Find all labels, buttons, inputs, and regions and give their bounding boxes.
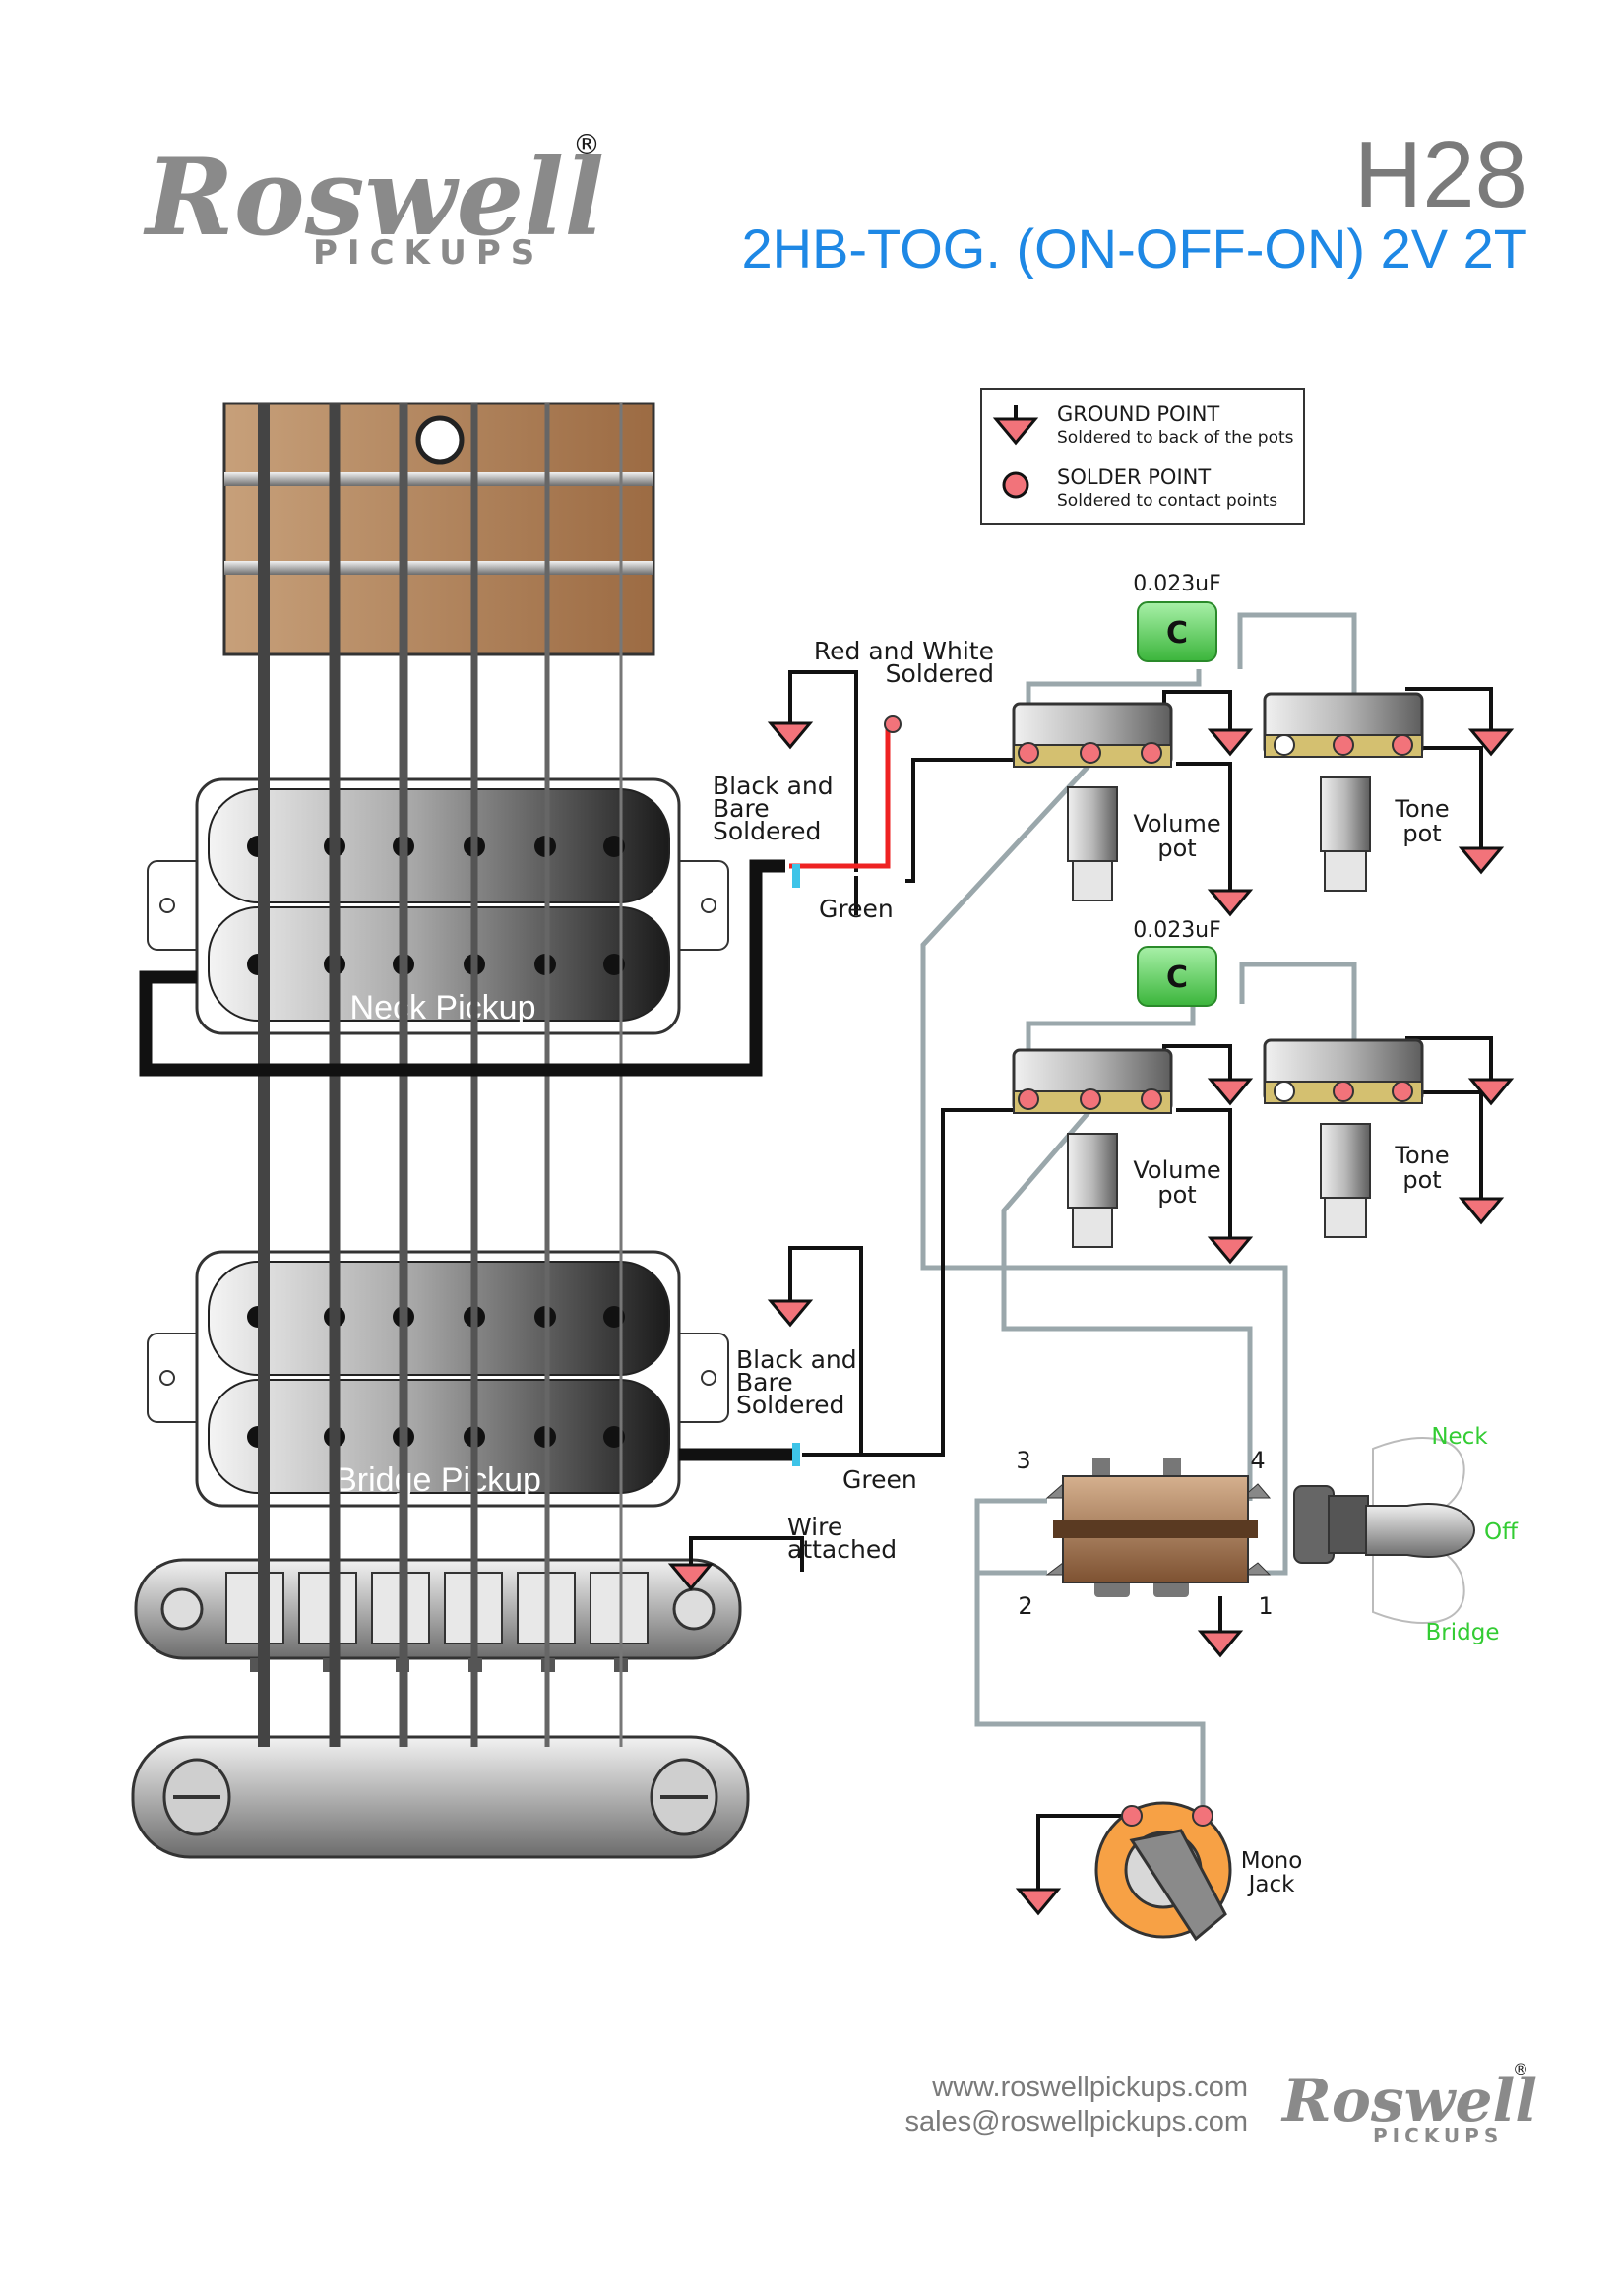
- ground-icon: [1197, 1630, 1244, 1658]
- footer-registered-mark: ®: [1513, 2060, 1528, 2079]
- label-wire-attached-2: attached: [787, 1535, 897, 1564]
- ground-icon: [667, 1563, 715, 1591]
- tone-pot-1-label: Tone: [1394, 795, 1449, 823]
- neck-pickup: Neck Pickup: [147, 777, 729, 1035]
- legend-solder-title: SOLDER POINT: [1057, 465, 1211, 489]
- registered-mark: ®: [573, 128, 600, 160]
- tone-pot-2-label: Tone: [1394, 1142, 1449, 1169]
- ground-icon: [1458, 846, 1505, 875]
- label-neck-green: Green: [819, 895, 894, 923]
- mono-jack-label-2: Jack: [1247, 1872, 1296, 1897]
- volume-pot-1: [1012, 702, 1173, 901]
- red-white-solder-point: [884, 715, 902, 733]
- model-number: H28: [1354, 122, 1527, 227]
- label-bridge-black-2: Bare: [736, 1368, 793, 1396]
- neck-pickup-label: Neck Pickup: [350, 989, 536, 1026]
- footer-brand-sub: PICKUPS: [1373, 2124, 1503, 2147]
- footer-email[interactable]: sales@roswellpickups.com: [904, 2106, 1248, 2138]
- tone-pot-2-label-2: pot: [1402, 1166, 1441, 1194]
- ground-icon: [1467, 1078, 1515, 1106]
- switch-pos-neck: Neck: [1431, 1424, 1488, 1450]
- label-neck-black: Black and: [713, 772, 834, 800]
- capacitor-1-value: 0.023uF: [1133, 572, 1221, 596]
- tone-pot-2: [1263, 1038, 1424, 1238]
- neck-green-wire-tip: [792, 864, 800, 888]
- volume-pot-1-label-2: pot: [1157, 835, 1196, 862]
- label-bridge-black: Black and: [736, 1345, 857, 1374]
- diagram-subtitle: 2HB-TOG. (ON-OFF-ON) 2V 2T: [741, 217, 1527, 279]
- bridge-pickup-label: Bridge Pickup: [335, 1461, 541, 1499]
- neck-pickup-cable: [139, 859, 785, 1077]
- switch-lug-4: 4: [1250, 1447, 1265, 1474]
- brand-logo-text: Roswell: [143, 136, 604, 260]
- tone-pot-1: [1263, 692, 1424, 892]
- footer-brand-text: Roswell: [1280, 2067, 1537, 2136]
- switch-pos-off: Off: [1484, 1520, 1519, 1545]
- label-neck-black-3: Soldered: [713, 817, 821, 845]
- footer-website[interactable]: www.roswellpickups.com: [931, 2072, 1248, 2103]
- footer-logo: Roswell ® PICKUPS: [1280, 2060, 1537, 2147]
- volume-pot-2-label-2: pot: [1157, 1181, 1196, 1209]
- tailpiece: [131, 1735, 750, 1859]
- label-wire-attached: Wire: [787, 1513, 842, 1541]
- mono-jack-label: Mono: [1241, 1848, 1303, 1874]
- mono-jack: [1094, 1801, 1232, 1942]
- header-logo: Roswell ® PICKUPS: [143, 128, 604, 273]
- legend-solder-desc: Soldered to contact points: [1057, 491, 1277, 511]
- white-wire: [791, 733, 900, 876]
- bridge-green-wire-tip: [792, 1443, 800, 1466]
- ground-icon: [767, 1299, 814, 1328]
- label-neck-black-2: Bare: [713, 794, 770, 823]
- ground-icon: [1207, 1078, 1254, 1106]
- capacitor-1-letter: C: [1166, 616, 1188, 651]
- switch-lug-1: 1: [1258, 1592, 1273, 1620]
- legend-box: GROUND POINT Soldered to back of the pot…: [980, 388, 1305, 525]
- solder-point-icon: [1002, 471, 1029, 499]
- switch-lug-3: 3: [1016, 1447, 1030, 1474]
- label-red-white-2: Soldered: [886, 659, 994, 688]
- ground-points: [667, 721, 1515, 1916]
- brand-logo-sub: PICKUPS: [313, 233, 544, 273]
- fretboard: [222, 402, 655, 656]
- tone-pot-1-label-2: pot: [1402, 820, 1441, 847]
- bridge-pickup: Bridge Pickup: [147, 1250, 729, 1508]
- label-red-white: Red and White: [814, 637, 994, 665]
- ground-icon: [1458, 1197, 1505, 1225]
- volume-pot-1-label: Volume: [1133, 810, 1220, 838]
- tuneomatic-bridge: [134, 1558, 742, 1672]
- capacitor-2-value: 0.023uF: [1133, 918, 1221, 943]
- ground-icon: [1015, 1888, 1062, 1916]
- volume-pot-2: [1012, 1048, 1173, 1248]
- signal-wires: [920, 612, 1357, 1816]
- capacitor-2-letter: C: [1166, 961, 1188, 995]
- legend-ground-title: GROUND POINT: [1057, 403, 1219, 426]
- ground-point-icon: [992, 405, 1039, 446]
- label-bridge-green: Green: [842, 1465, 917, 1494]
- ground-icon: [767, 721, 814, 750]
- ground-icon: [1207, 728, 1254, 757]
- legend-ground-desc: Soldered to back of the pots: [1057, 428, 1294, 448]
- capacitor-1: C: [1137, 601, 1217, 662]
- ground-icon: [1207, 889, 1254, 917]
- ground-icon: [1207, 1236, 1254, 1265]
- switch-pos-bridge: Bridge: [1426, 1620, 1500, 1645]
- switch-lug-2: 2: [1018, 1592, 1032, 1620]
- toggle-switch: [1045, 1458, 1272, 1597]
- toggle-lever: [1293, 1437, 1476, 1624]
- red-wire: [789, 728, 891, 869]
- label-bridge-black-3: Soldered: [736, 1391, 844, 1419]
- fret-marker: [415, 415, 465, 465]
- volume-pot-2-label: Volume: [1133, 1156, 1220, 1184]
- capacitor-2: C: [1137, 946, 1217, 1007]
- ground-icon: [1467, 728, 1515, 757]
